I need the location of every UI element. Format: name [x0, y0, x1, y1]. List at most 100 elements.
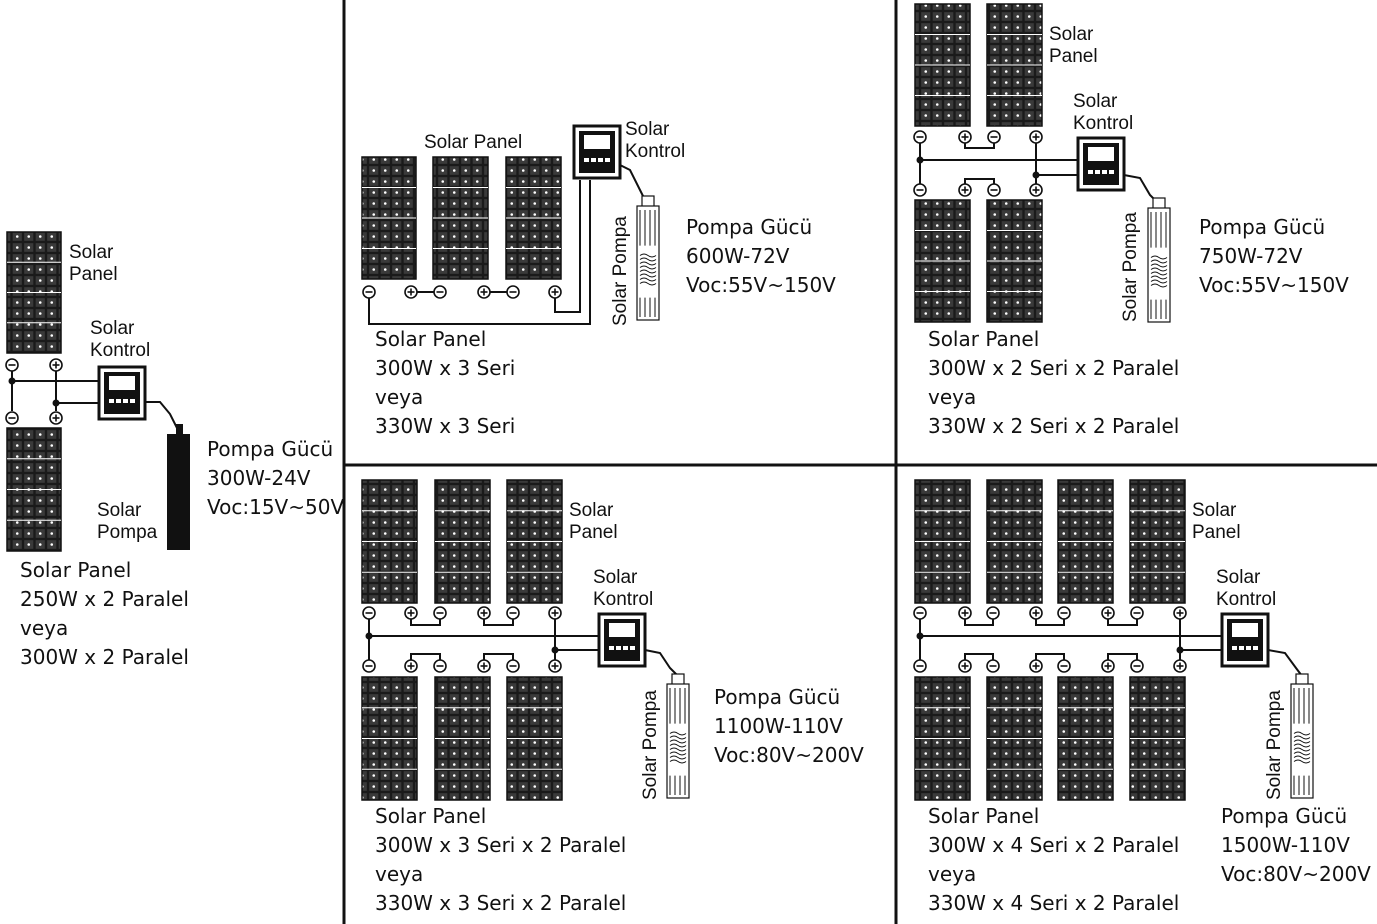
- positive-terminal-icon: [477, 606, 491, 620]
- pump-wave: [1150, 279, 1168, 284]
- submersible-pump-icon: [636, 195, 660, 321]
- c1-caption-1: Solar Panel: [20, 558, 132, 582]
- c4-panel-label-1: Solar: [569, 500, 614, 521]
- c2-spec-title: Pompa Gücü: [686, 215, 813, 239]
- solar-panel: [505, 156, 562, 280]
- c3-panel-label-1: Solar: [1049, 24, 1094, 45]
- c1-pump-label-1: Solar: [97, 500, 142, 521]
- solar-pump-cap: [176, 424, 183, 436]
- controller-button: [1095, 170, 1100, 174]
- c5-control-label-2: Kontrol: [1216, 589, 1277, 610]
- negative-terminal-icon: [1130, 659, 1144, 673]
- negative-terminal-icon: [433, 285, 447, 299]
- controller-button: [623, 646, 628, 650]
- positive-terminal-icon: [404, 606, 418, 620]
- c1-spec-voc: Voc:15V~50V: [207, 495, 345, 519]
- solar-panel: [6, 231, 62, 354]
- c3-caption-4: 330W x 2 Seri x 2 Paralel: [928, 414, 1180, 438]
- solar-controller-icon: [572, 124, 622, 180]
- c2-caption-1: Solar Panel: [375, 327, 487, 351]
- section-dividers: [342, 0, 1377, 924]
- pump-wave: [639, 257, 657, 262]
- junction-dot: [1176, 646, 1184, 654]
- wire: [619, 164, 646, 201]
- solar-panel: [986, 479, 1043, 604]
- pump-wave: [1293, 735, 1311, 740]
- solar-panel: [986, 199, 1043, 323]
- c4-caption-3: veya: [375, 862, 424, 886]
- positive-terminal-icon: [548, 606, 562, 620]
- wire: [1107, 653, 1138, 660]
- controller-button: [1239, 646, 1244, 650]
- controller-screen: [109, 376, 135, 390]
- controller-button: [630, 646, 635, 650]
- c2-pump-label: Solar Pompa: [610, 216, 631, 326]
- positive-terminal-icon: [958, 183, 972, 197]
- c3-spec-power: 750W-72V: [1199, 244, 1303, 268]
- c1-control-label-2: Kontrol: [90, 340, 151, 361]
- c2-control-label-2: Kontrol: [625, 141, 686, 162]
- pump-wave: [669, 755, 687, 760]
- positive-terminal-icon: [548, 285, 562, 299]
- controller-screen: [1088, 147, 1114, 161]
- positive-terminal-icon: [1029, 183, 1043, 197]
- wire: [410, 619, 441, 626]
- controller-button: [109, 399, 114, 403]
- wire: [368, 180, 591, 325]
- positive-terminal-icon: [1029, 130, 1043, 144]
- c2-caption-4: 330W x 3 Seri: [375, 414, 516, 438]
- controller-button: [1232, 646, 1237, 650]
- controller-screen: [1232, 623, 1258, 637]
- c5-spec-title: Pompa Gücü: [1221, 804, 1348, 828]
- solar-panel: [914, 3, 971, 127]
- controller-button: [130, 399, 135, 403]
- c5-pump-label: Solar Pompa: [1264, 690, 1285, 800]
- solar-panel: [1057, 479, 1114, 604]
- solar-panel: [1129, 479, 1186, 604]
- c5-caption-2: 300W x 4 Seri x 2 Paralel: [928, 833, 1180, 857]
- c5-spec-power: 1500W-110V: [1221, 833, 1350, 857]
- solar-panel: [914, 199, 971, 323]
- negative-terminal-icon: [986, 659, 1000, 673]
- c2-spec-power: 600W-72V: [686, 244, 790, 268]
- c4-spec-voc: Voc:80V~200V: [714, 743, 864, 767]
- c4-caption-4: 330W x 3 Seri x 2 Paralel: [375, 891, 627, 915]
- positive-terminal-icon: [1101, 606, 1115, 620]
- pump-wave: [639, 265, 657, 270]
- c5-caption-3: veya: [928, 862, 977, 886]
- junction-dot: [52, 399, 60, 407]
- submersible-pump-icon: [1290, 673, 1314, 799]
- controller-button: [591, 158, 596, 162]
- pump-wave: [1150, 267, 1168, 272]
- submersible-pump-icon: [666, 673, 690, 799]
- positive-terminal-icon: [404, 659, 418, 673]
- positive-terminal-icon: [49, 411, 63, 425]
- positive-terminal-icon: [49, 358, 63, 372]
- negative-terminal-icon: [433, 606, 447, 620]
- c2-panel-label: Solar Panel: [424, 132, 523, 153]
- solar-pump-body: [167, 434, 190, 550]
- c5-caption-1: Solar Panel: [928, 804, 1040, 828]
- pump-wave: [669, 759, 687, 764]
- negative-terminal-icon: [987, 183, 1001, 197]
- positive-terminal-icon: [1101, 659, 1115, 673]
- wire: [483, 619, 514, 626]
- negative-terminal-icon: [913, 606, 927, 620]
- solar-controllers: [97, 124, 1270, 668]
- c3-caption-2: 300W x 2 Seri x 2 Paralel: [928, 356, 1180, 380]
- negative-terminal-icon: [5, 358, 19, 372]
- pump-wave: [639, 253, 657, 258]
- c1-panel-label-2: Panel: [69, 264, 118, 285]
- c1-pump-label-2: Pompa: [97, 522, 158, 543]
- solar-controller-icon: [1220, 612, 1270, 668]
- solar-panel: [361, 676, 418, 801]
- c1-caption-4: 300W x 2 Paralel: [20, 645, 189, 669]
- wire: [1123, 174, 1156, 201]
- wire: [964, 653, 994, 660]
- solar-panel: [434, 676, 491, 801]
- pump-wave: [1293, 743, 1311, 748]
- negative-terminal-icon: [1057, 659, 1071, 673]
- junction-dot: [916, 632, 924, 640]
- positive-terminal-icon: [404, 285, 418, 299]
